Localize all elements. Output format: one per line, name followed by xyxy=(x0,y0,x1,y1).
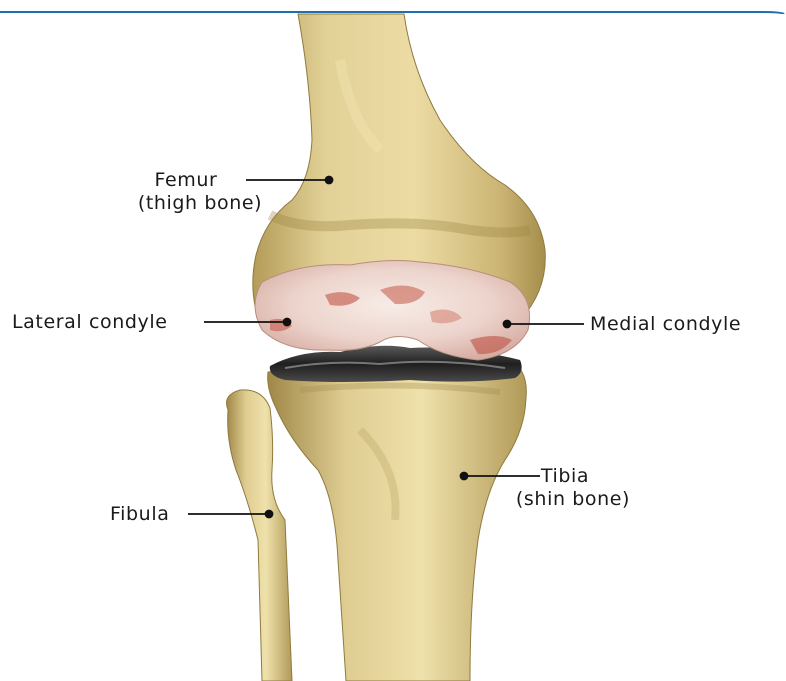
fibula-label: Fibula xyxy=(110,503,169,526)
femur-label-name: Femur xyxy=(92,169,280,192)
tibia-label: Tibia (shin bone) xyxy=(508,465,638,511)
medial-condyle-label: Medial condyle xyxy=(590,313,741,336)
fibula-bone xyxy=(227,390,293,681)
tibia-label-name: Tibia xyxy=(492,465,638,488)
femur-label-common-name: (thigh bone) xyxy=(120,192,280,215)
fibula-leader-dot xyxy=(266,511,273,518)
medial-condyle-leader-dot xyxy=(504,321,511,328)
tibia-bone xyxy=(268,365,527,681)
femur-label: Femur (thigh bone) xyxy=(120,169,280,215)
femur-leader-dot xyxy=(326,177,333,184)
femoral-condyles-cartilage xyxy=(255,261,530,360)
lateral-condyle-leader-dot xyxy=(284,319,291,326)
tibia-label-common-name: (shin bone) xyxy=(508,488,638,511)
tibia-leader-dot xyxy=(461,473,468,480)
lateral-condyle-label: Lateral condyle xyxy=(12,311,168,334)
